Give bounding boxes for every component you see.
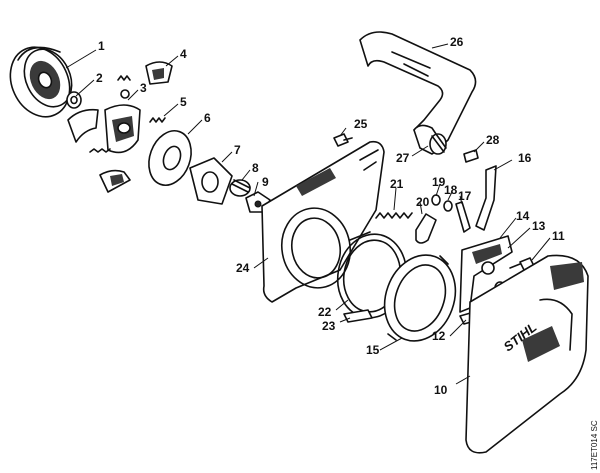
part-4-clutch-shoe — [145, 61, 173, 85]
part-7-plate — [189, 157, 233, 205]
part-21-tension-spring — [375, 212, 413, 219]
part-24-cover-housing — [261, 140, 385, 303]
callout-10: 10 — [434, 383, 448, 397]
callout-11: 11 — [552, 229, 565, 243]
callout-28: 28 — [486, 133, 500, 147]
callout-24: 24 — [236, 261, 250, 275]
part-18-washer — [443, 200, 453, 212]
callout-labels: 1 2 3 4 5 6 7 8 9 10 11 12 13 14 15 16 1… — [96, 35, 565, 397]
callout-19: 19 — [432, 175, 446, 189]
part-6-thrust-washer — [148, 130, 192, 186]
part-19-washer — [431, 194, 441, 206]
part-17-pin — [455, 201, 471, 233]
part-20-lever — [415, 213, 437, 244]
part-27-spring — [429, 133, 447, 155]
callout-21: 21 — [390, 177, 404, 191]
drawing-code: 117ET014 SC — [590, 420, 599, 470]
callout-22: 22 — [318, 305, 332, 319]
callout-15: 15 — [366, 343, 380, 357]
callout-27: 27 — [396, 151, 410, 165]
callout-26: 26 — [450, 35, 464, 49]
part-16-linkage — [475, 165, 497, 231]
part-1-clutch-drum — [9, 46, 73, 118]
part-25-screw — [333, 133, 353, 147]
part-28-pin — [463, 149, 479, 163]
callout-4: 4 — [180, 47, 187, 61]
callout-8: 8 — [252, 161, 259, 175]
part-3-clutch-shoes — [67, 75, 141, 193]
callout-13: 13 — [532, 219, 546, 233]
part-26-brake-handle — [359, 31, 477, 155]
callout-25: 25 — [354, 117, 368, 131]
callout-23: 23 — [322, 319, 336, 333]
leader-lines — [65, 43, 551, 385]
part-5-spring — [149, 117, 166, 123]
callout-20: 20 — [416, 195, 430, 209]
callout-17: 17 — [458, 189, 472, 203]
part-8-needle-cage — [229, 179, 251, 197]
callout-1: 1 — [98, 39, 105, 53]
callout-3: 3 — [140, 81, 147, 95]
part-2-washer — [66, 91, 82, 109]
callout-12: 12 — [432, 329, 446, 343]
callout-7: 7 — [234, 143, 241, 157]
callout-5: 5 — [180, 95, 187, 109]
part-23-pin — [343, 309, 373, 323]
callout-2: 2 — [96, 71, 103, 85]
callout-9: 9 — [262, 175, 269, 189]
callout-18: 18 — [444, 183, 458, 197]
callout-6: 6 — [204, 111, 211, 125]
callout-16: 16 — [518, 151, 532, 165]
callout-14: 14 — [516, 209, 530, 223]
part-14-plate — [459, 235, 513, 313]
part-15-ring — [383, 254, 457, 342]
part-10-sprocket-cover — [465, 254, 589, 454]
